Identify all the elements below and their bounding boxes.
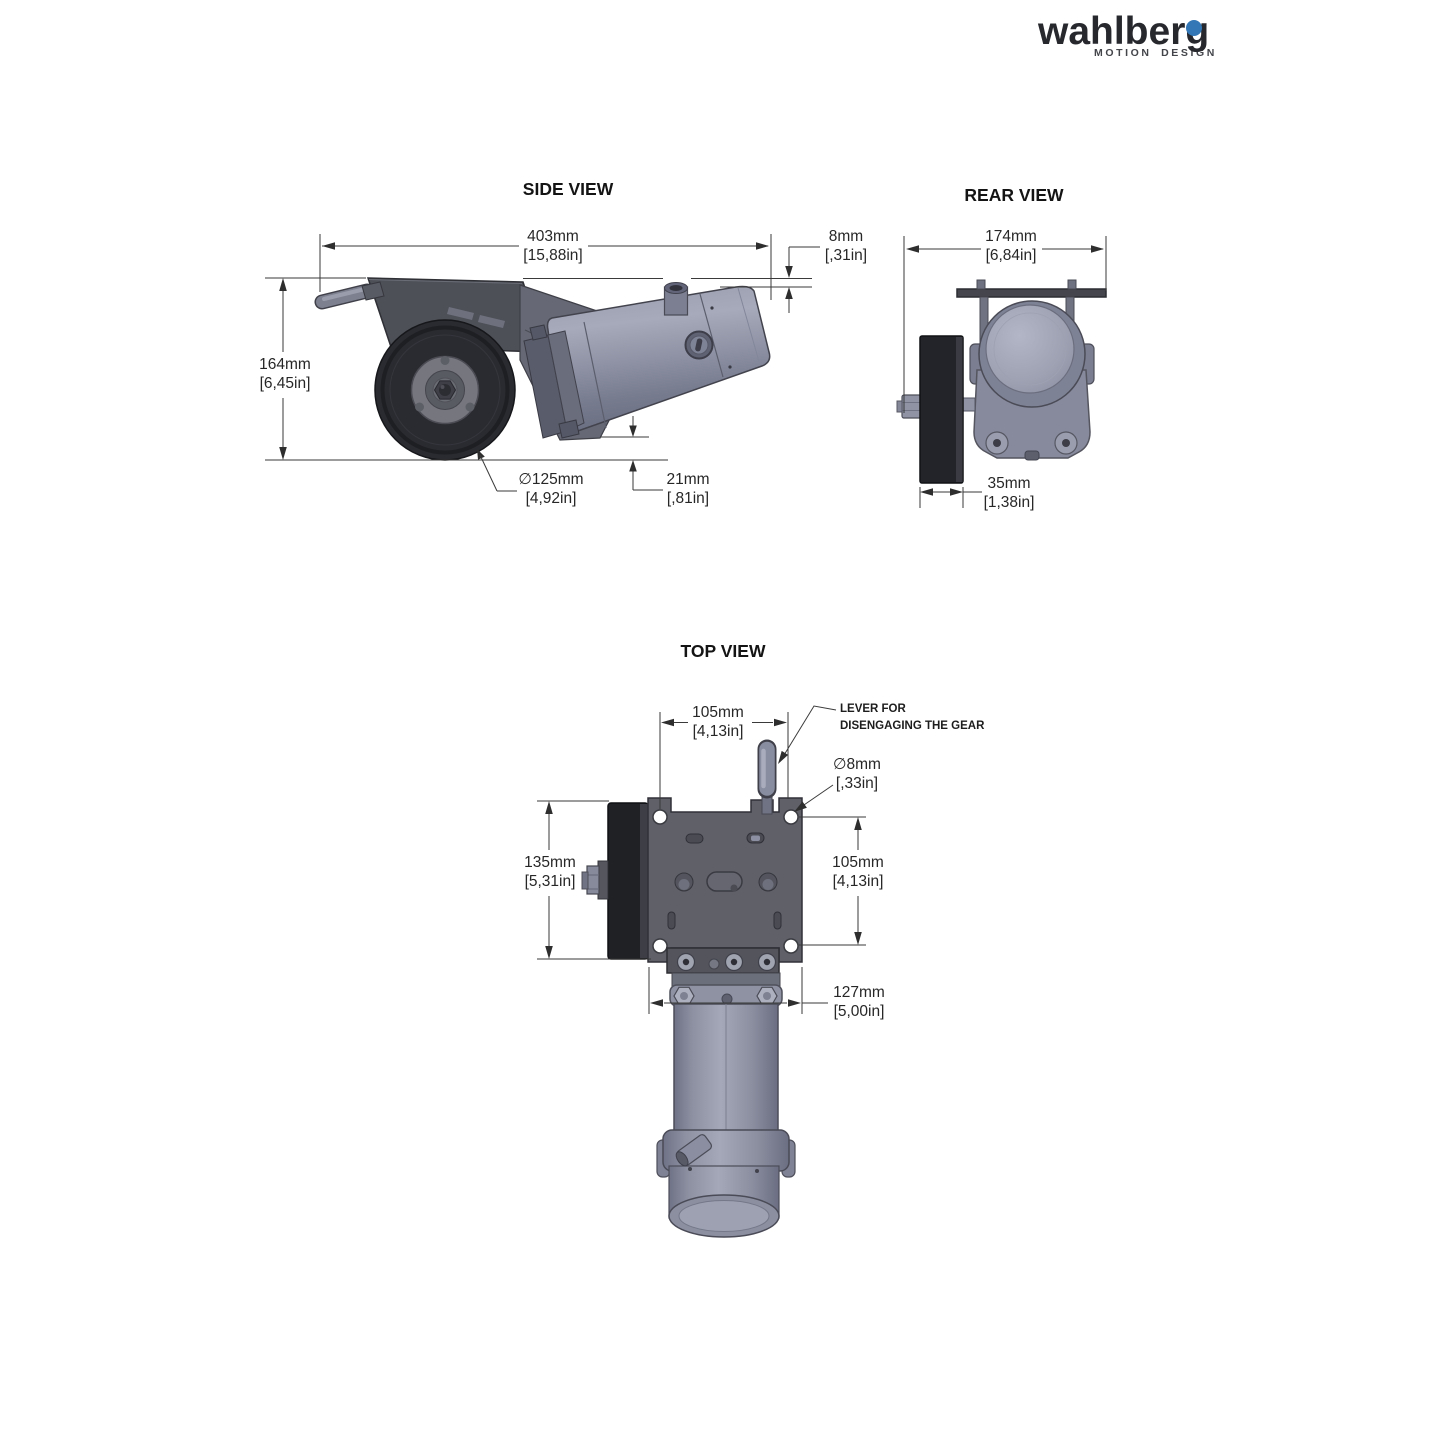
dim-side-ground-clearance: 21mm [,81in] bbox=[666, 470, 709, 508]
side-view-dimensions bbox=[265, 234, 820, 492]
dim-value-in: [6,45in] bbox=[259, 375, 311, 392]
top-gear-lever bbox=[757, 739, 777, 815]
top-mount-hole bbox=[652, 938, 668, 954]
logo-tagline: MOTION DESIGN bbox=[1094, 47, 1217, 59]
top-axle bbox=[581, 860, 609, 900]
dim-side-top-offset: 8mm [,31in] bbox=[825, 227, 867, 265]
side-handle bbox=[314, 281, 385, 310]
side-view-title: SIDE VIEW bbox=[522, 179, 614, 199]
dim-value-mm: 105mm bbox=[832, 854, 884, 871]
dim-value-mm: 105mm bbox=[692, 704, 744, 721]
dim-value-in: [6,84in] bbox=[985, 247, 1037, 264]
rear-view-title: REAR VIEW bbox=[964, 185, 1064, 205]
side-motor-cap-screw bbox=[684, 330, 714, 360]
dim-side-overall-height: 164mm [6,45in] bbox=[259, 355, 311, 393]
dim-value-mm: 174mm bbox=[985, 228, 1037, 245]
top-drive-wheel bbox=[607, 802, 649, 960]
dim-side-wheel-diameter: ∅125mm [4,92in] bbox=[518, 470, 583, 508]
dim-value-in: [4,13in] bbox=[832, 873, 884, 890]
dim-value-in: [4,13in] bbox=[692, 723, 744, 740]
rear-drive-wheel bbox=[919, 335, 964, 484]
top-pipe-fitting bbox=[675, 1134, 713, 1167]
dim-top-hole-spacing-y: 105mm [4,13in] bbox=[832, 853, 884, 891]
top-view-drawing bbox=[581, 739, 803, 1238]
top-view-dimensions bbox=[537, 705, 866, 1014]
dim-value-mm: 35mm bbox=[987, 475, 1031, 492]
side-drive-wheel bbox=[374, 319, 516, 461]
side-view-drawing bbox=[314, 277, 771, 461]
dim-top-hole-diameter: ∅8mm [,33in] bbox=[833, 755, 881, 793]
dim-value-mm: 403mm bbox=[527, 228, 579, 245]
top-view-title: TOP VIEW bbox=[680, 641, 766, 661]
dim-value-mm: 135mm bbox=[524, 854, 576, 871]
side-motor-stub bbox=[663, 282, 689, 316]
dim-value-in: [1,38in] bbox=[983, 494, 1035, 511]
top-motor-cylinder bbox=[656, 1003, 796, 1238]
dim-value-in: [5,00in] bbox=[833, 1003, 885, 1020]
dim-value-mm: 21mm bbox=[666, 471, 710, 488]
side-flange-stack bbox=[523, 324, 585, 439]
dim-value-mm: ∅125mm bbox=[518, 471, 584, 488]
top-mount-hole bbox=[783, 938, 799, 954]
dim-value-in: [,31in] bbox=[824, 247, 868, 264]
rear-view-drawing bbox=[896, 279, 1107, 484]
dim-value-mm: ∅8mm bbox=[833, 756, 881, 773]
lever-annotation-line2: DISENGAGING THE GEAR bbox=[840, 719, 985, 732]
dim-value-in: [15,88in] bbox=[523, 247, 583, 264]
dim-value-in: [4,92in] bbox=[525, 490, 577, 507]
dim-value-mm: 8mm bbox=[828, 228, 864, 245]
rear-view-dimensions bbox=[903, 236, 1107, 508]
dim-top-plate-width: 127mm [5,00in] bbox=[833, 983, 885, 1021]
dim-value-in: [,81in] bbox=[666, 490, 710, 507]
side-motor-body bbox=[546, 285, 771, 434]
dim-rear-wheel-width: 35mm [1,38in] bbox=[984, 474, 1035, 512]
top-mount-hole bbox=[783, 809, 799, 825]
top-mount-hole bbox=[652, 809, 668, 825]
rear-mounting-plate bbox=[956, 288, 1107, 298]
dim-rear-overall-width: 174mm [6,84in] bbox=[985, 227, 1037, 265]
logo-brand-text: wahlberg bbox=[1038, 10, 1258, 54]
dim-value-mm: 127mm bbox=[833, 984, 885, 1001]
dim-top-hole-spacing-x: 105mm [4,13in] bbox=[692, 703, 744, 741]
wahlberg-logo: wahlberg MOTION DESIGN bbox=[1038, 10, 1258, 59]
lever-annotation-line1: LEVER FOR bbox=[840, 703, 906, 715]
lever-annotation: LEVER FOR DISENGAGING THE GEAR bbox=[840, 701, 984, 734]
logo-accent-dot-icon: g bbox=[1185, 10, 1210, 53]
logo-brand-head: wahlber bbox=[1038, 10, 1186, 53]
dim-value-in: [5,31in] bbox=[524, 873, 576, 890]
dim-value-mm: 164mm bbox=[259, 356, 311, 373]
top-hinge-bracket bbox=[666, 947, 780, 974]
dim-value-in: [,33in] bbox=[835, 775, 879, 792]
dim-side-overall-length: 403mm [15,88in] bbox=[523, 227, 582, 265]
dim-top-wheel-length: 135mm [5,31in] bbox=[524, 853, 576, 891]
